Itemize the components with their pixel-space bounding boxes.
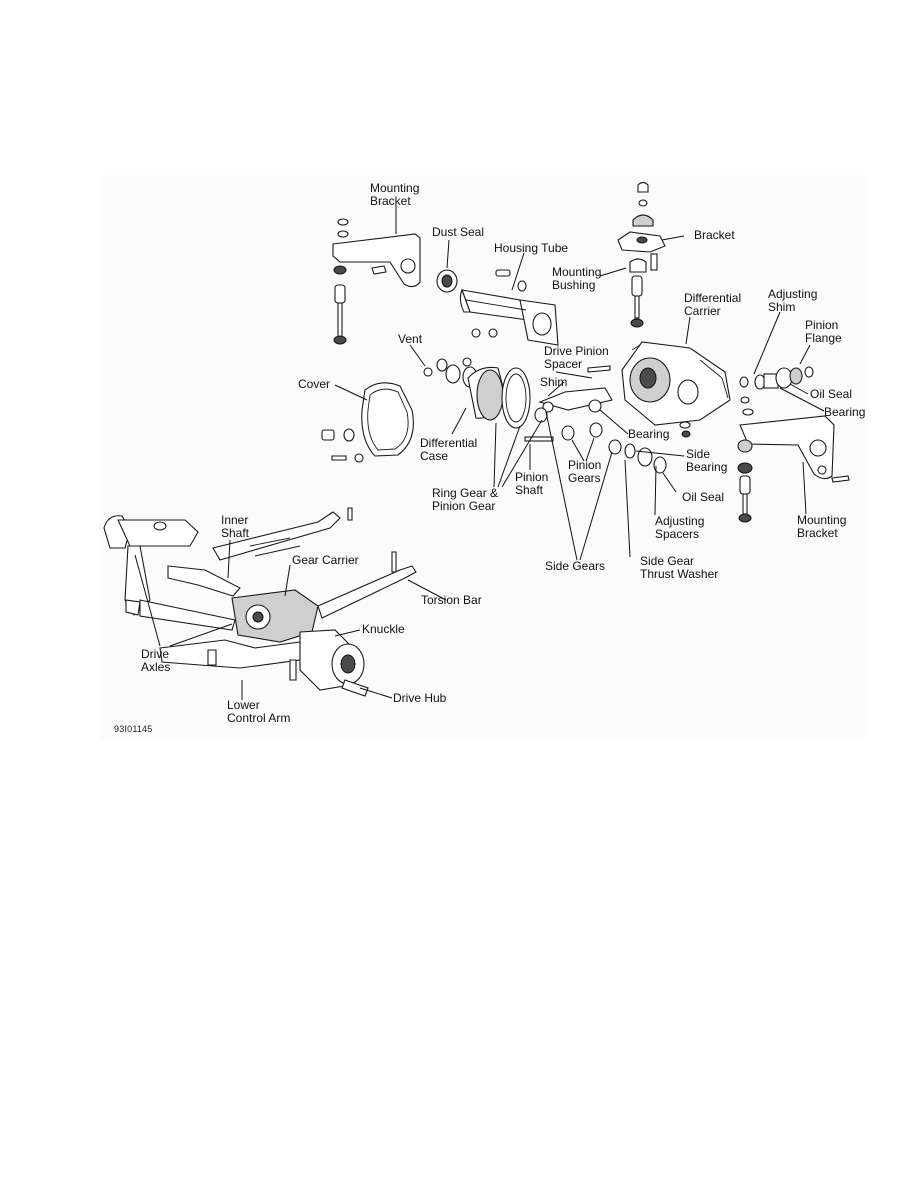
label-drive-hub: Drive Hub	[393, 691, 447, 705]
label-cover: Cover	[298, 377, 331, 391]
label-vent: Vent	[398, 332, 423, 346]
label-drive-axles: Drive Axles	[141, 647, 171, 674]
differential-case-part	[423, 357, 531, 429]
dust-seal-part	[436, 269, 458, 293]
label-differential-carrier: Differential Carrier	[684, 291, 742, 318]
label-differential-case: Differential Case	[420, 436, 478, 463]
label-mounting-bracket-right: Mounting Bracket	[797, 513, 847, 540]
label-housing-tube: Housing Tube	[494, 241, 569, 255]
label-pinion-gears: Pinion Gears	[568, 458, 602, 485]
left-mounting-bracket-assembly	[332, 218, 421, 345]
label-mounting-bracket-top: Mounting Bracket	[370, 181, 420, 208]
housing-tube-part	[459, 269, 559, 346]
label-bearing-mid: Bearing	[628, 427, 670, 441]
label-mounting-bushing: Mounting Bushing	[552, 265, 602, 292]
label-drive-pinion-spacer: Drive Pinion Spacer	[544, 344, 609, 371]
label-pinion-flange: Pinion Flange	[805, 318, 842, 345]
upper-bracket-assembly	[617, 181, 666, 328]
label-lower-control-arm: Lower Control Arm	[227, 698, 291, 725]
label-knuckle: Knuckle	[362, 622, 405, 636]
label-shim: Shim	[540, 375, 568, 389]
label-dust-seal: Dust Seal	[432, 225, 485, 239]
label-side-bearing: Side Bearing	[686, 447, 728, 474]
suspension-assembly	[103, 507, 417, 697]
leader-lines	[134, 204, 825, 700]
label-adjusting-shim: Adjusting Shim	[768, 287, 818, 314]
label-side-gear-thrust-washer: Side Gear Thrust Washer	[640, 554, 719, 581]
label-inner-shaft: Inner Shaft	[221, 513, 250, 540]
label-oil-seal-low: Oil Seal	[682, 490, 725, 504]
drive-pinion-part	[538, 365, 691, 438]
label-pinion-shaft: Pinion Shaft	[515, 470, 549, 497]
label-adjusting-spacers: Adjusting Spacers	[655, 514, 705, 541]
label-torsion-bar: Torsion Bar	[421, 593, 482, 607]
label-bracket: Bracket	[694, 228, 735, 242]
figure-id-label: 93I01145	[114, 724, 153, 734]
label-side-gears: Side Gears	[545, 559, 606, 573]
differential-carrier-part	[621, 341, 731, 426]
right-mounting-bracket-assembly	[737, 396, 850, 523]
pinion-flange-assembly	[739, 366, 814, 390]
cover-part	[321, 382, 414, 463]
label-bearing-right: Bearing	[824, 405, 866, 419]
label-oil-seal-right: Oil Seal	[810, 387, 853, 401]
label-gear-carrier: Gear Carrier	[292, 553, 359, 567]
label-ring-gear-pinion-gear: Ring Gear & Pinion Gear	[432, 486, 499, 513]
